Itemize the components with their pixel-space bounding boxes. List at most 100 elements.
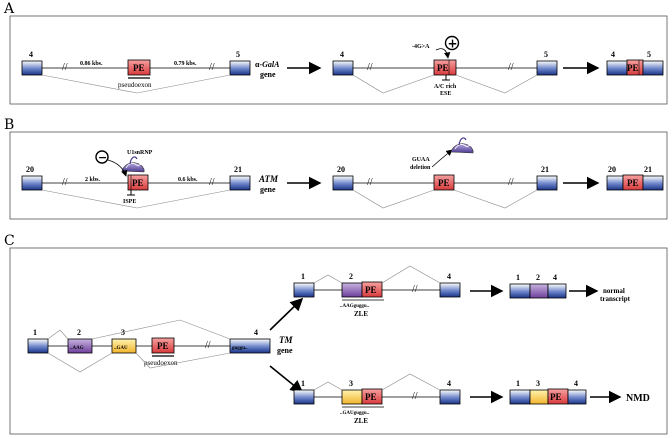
deletion-label: GUAA <box>412 157 430 163</box>
normal-transcript-label: normal <box>603 287 625 295</box>
snrnp-label: U1snRNP <box>127 150 153 156</box>
exon-label: 1 <box>516 273 520 282</box>
exon-20 <box>21 175 43 191</box>
exon-4 <box>21 60 43 76</box>
exon-4 <box>606 60 628 76</box>
splice-path <box>41 74 231 94</box>
exon-label: 20 <box>608 165 616 174</box>
intron-length: 0.79 kbs. <box>174 61 197 67</box>
branch-arrow-up <box>269 297 304 331</box>
pe-label: PE <box>157 341 169 351</box>
pseudoexon-label: pseudoexon <box>144 359 178 367</box>
exon-label: 1 <box>301 379 305 388</box>
splice-path <box>352 74 435 94</box>
intron-length: 2 kbs. <box>85 177 101 183</box>
intron-length: 0.6 kbs. <box>178 177 198 183</box>
intron-length: 0.86 kbs. <box>80 61 103 67</box>
splice-path <box>381 265 441 284</box>
exon-3 <box>529 389 549 405</box>
exon-21 <box>536 175 558 191</box>
seq-label: ..GAU <box>114 346 128 351</box>
exon-label: 3 <box>536 379 540 388</box>
splice-path <box>47 329 69 340</box>
exon-4 <box>547 283 567 299</box>
exon-label: 4 <box>553 273 557 282</box>
pe-label: PE <box>365 392 377 402</box>
exon-4 <box>439 389 461 405</box>
deletion-label: deletion <box>410 165 431 171</box>
splice-path <box>352 189 435 209</box>
panel-b: B // // 20 21 PE 2 kbs. 0.6 kbs. U1snRNP… <box>4 117 668 220</box>
exon-label: 4 <box>340 50 344 59</box>
exon-1 <box>27 338 49 354</box>
pe-label: PE <box>133 63 145 73</box>
exon-2 <box>67 338 93 354</box>
gene-name: TM <box>279 335 293 345</box>
exon-label: 21 <box>541 165 549 174</box>
intron-break: // <box>367 177 373 188</box>
panel-b-letter: B <box>4 117 14 133</box>
plus-sign: + <box>448 37 458 51</box>
zle-sequence: ..AAGguggu.. <box>340 304 370 309</box>
pseudoexon-box <box>433 174 455 191</box>
gene-name: ATM <box>258 174 279 184</box>
zle-sequence: ..GAUguggu.. <box>340 411 370 416</box>
exon-label: 5 <box>236 50 240 59</box>
panel-c: C // 1 2 ..AAG 3 ..GAU PE pseudoexon 4 g… <box>4 233 668 435</box>
intron-break: // <box>367 62 373 73</box>
ese-label: ESE <box>440 91 451 97</box>
zle-label: ZLE <box>354 310 368 318</box>
exon-label: 1 <box>33 328 37 337</box>
pe-label: PE <box>365 285 377 295</box>
exon-3 <box>341 389 363 405</box>
panel-c-frame <box>9 247 668 435</box>
intron-break: // <box>412 391 418 402</box>
mutation-arrow <box>435 48 451 59</box>
branch-arrow-down <box>269 365 304 394</box>
exon-label: 1 <box>301 272 305 281</box>
exon-3 <box>111 338 137 354</box>
normal-transcript-label: transcript <box>600 295 631 303</box>
exon-4 <box>332 60 354 76</box>
gene-word: gene <box>277 346 293 355</box>
exon-label: 5 <box>544 50 548 59</box>
pe-label: PE <box>550 392 562 402</box>
splice-path <box>381 373 441 391</box>
gene-word: gene <box>260 70 276 79</box>
exon-label: 21 <box>644 165 652 174</box>
pe-label: PE <box>437 63 449 73</box>
zle-label: ZLE <box>354 417 368 425</box>
exon-label: 5 <box>647 50 651 59</box>
exon-1 <box>509 283 531 299</box>
exon-label: 4 <box>254 328 258 337</box>
seq-label: guggu.. <box>232 346 248 351</box>
splice-path <box>41 189 231 209</box>
pseudoexon-label: pseudoexon <box>118 81 152 89</box>
panel-a-letter: A <box>3 1 15 17</box>
splice-path <box>313 274 343 284</box>
splice-path <box>135 352 231 369</box>
exon-label: 4 <box>29 50 33 59</box>
gene-name: α-GalA <box>255 60 280 69</box>
intron-break: // <box>62 177 68 188</box>
exon-label: 2 <box>536 273 540 282</box>
exon-label: 2 <box>77 328 81 337</box>
exon-20 <box>332 175 354 191</box>
ese-label: A/C rich <box>434 84 457 90</box>
exon-label: 20 <box>26 165 34 174</box>
exon-label: 3 <box>349 379 353 388</box>
exon-21 <box>642 175 664 191</box>
exon-1 <box>509 389 531 405</box>
exon-5 <box>536 60 558 76</box>
splice-path <box>91 319 231 340</box>
ispe-label: ISPE <box>123 199 136 205</box>
pe-label: PE <box>132 178 144 188</box>
exon-4 <box>229 338 271 354</box>
pe-label: PE <box>438 178 450 188</box>
seq-label: ..AAG <box>70 346 84 351</box>
pe-label: PE <box>627 178 639 188</box>
silencer-minus-icon <box>95 150 109 164</box>
u1snrnp-icon <box>121 156 145 173</box>
exon-label: 20 <box>337 165 345 174</box>
panel-b-frame <box>9 131 668 220</box>
